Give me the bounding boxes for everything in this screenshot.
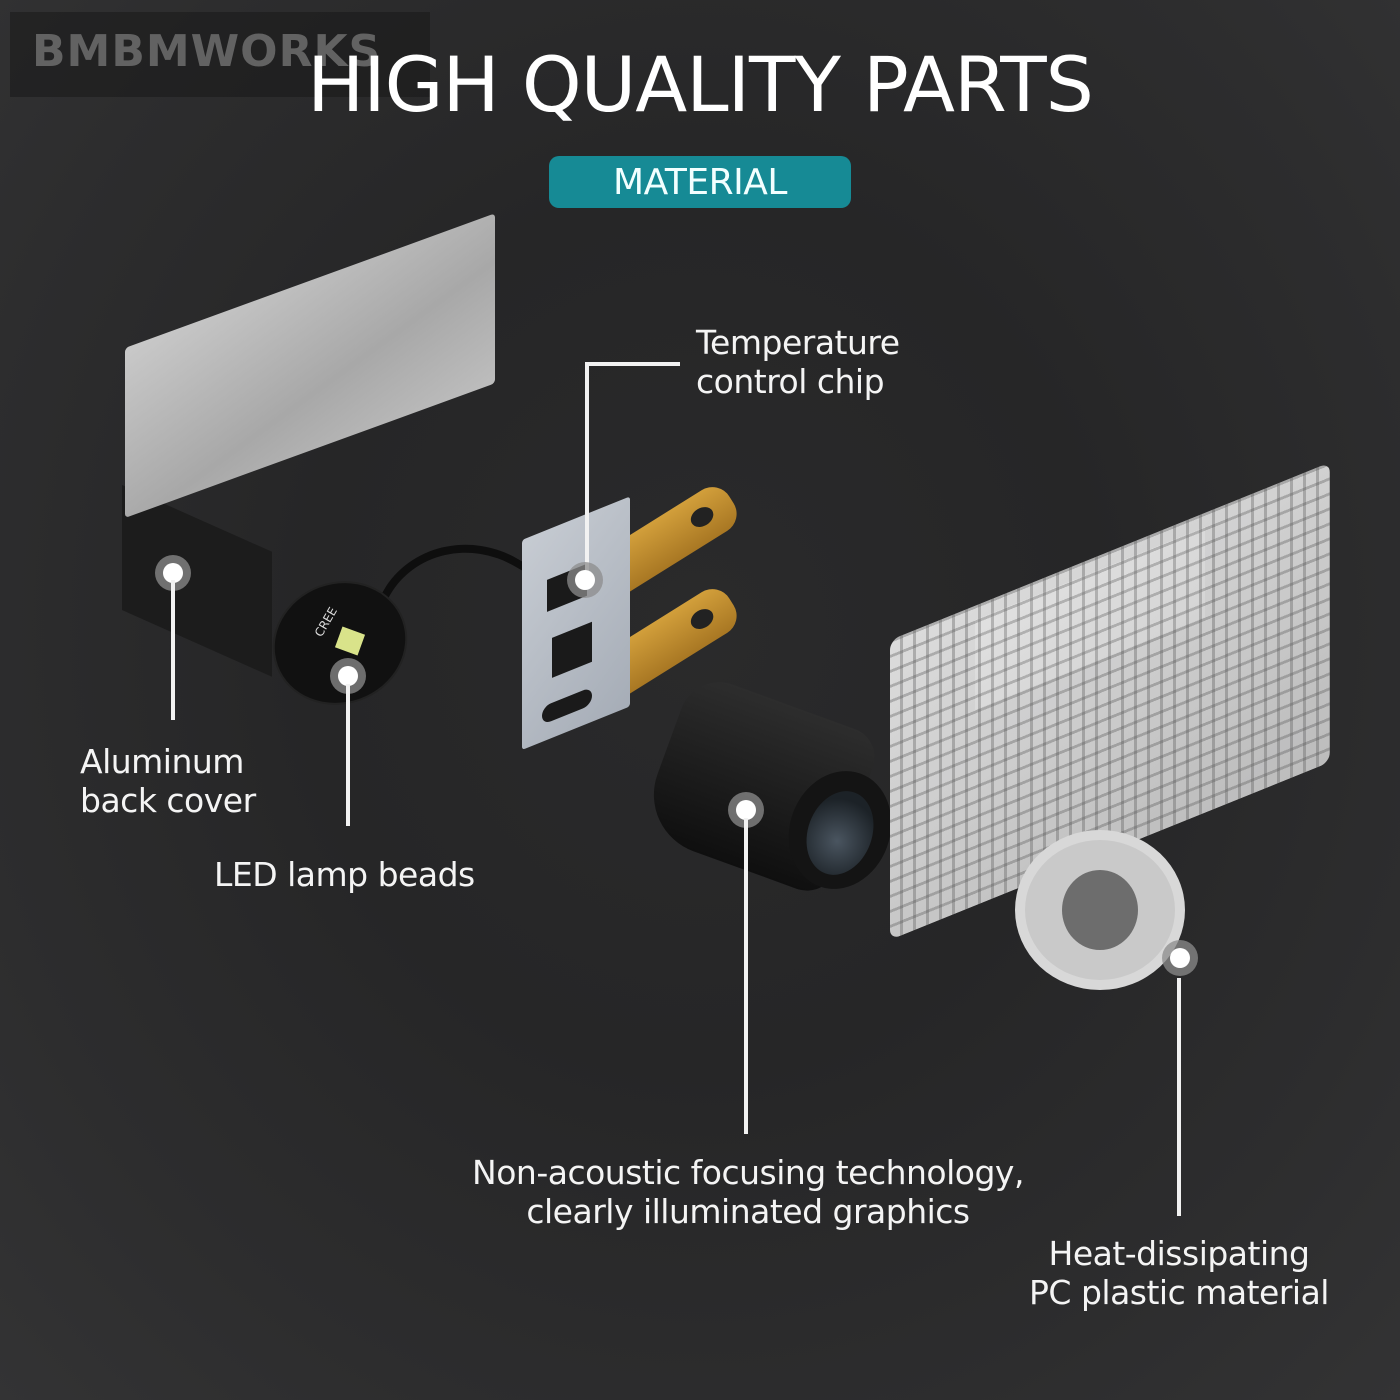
- callout-dot-led: [338, 666, 358, 686]
- tab-hole: [687, 503, 718, 532]
- callout-dot-housing: [1170, 948, 1190, 968]
- label-line: control chip: [696, 362, 885, 401]
- label-temperature-chip: Temperature control chip: [696, 323, 900, 401]
- callout-dot-chip: [575, 570, 595, 590]
- label-aluminum-cover: Aluminum back cover: [80, 742, 256, 820]
- housing-lens-mount: [1015, 830, 1185, 990]
- label-focusing: Non-acoustic focusing technology, clearl…: [0, 1153, 1400, 1231]
- callout-line-housing: [1177, 978, 1181, 1216]
- pcb-board: [522, 496, 630, 750]
- chip-component: [552, 621, 592, 678]
- callout-line-chip-horizontal: [585, 362, 680, 366]
- callout-dot-lens: [736, 800, 756, 820]
- label-pc-plastic: Heat-dissipating PC plastic material: [1000, 1234, 1358, 1312]
- callout-line-chip-vertical: [585, 362, 589, 574]
- callout-dot-cover: [163, 563, 183, 583]
- label-line: LED lamp beads: [214, 855, 475, 894]
- label-line: back cover: [80, 781, 256, 820]
- material-badge: MATERIAL: [549, 156, 851, 208]
- cover-side: [122, 485, 272, 677]
- label-line: clearly illuminated graphics: [526, 1192, 970, 1231]
- label-line: Aluminum: [80, 742, 244, 781]
- tab-hole: [687, 605, 718, 634]
- callout-line-cover: [171, 580, 175, 720]
- label-line: Non-acoustic focusing technology,: [472, 1153, 1024, 1192]
- brand-watermark: BMBMWORKS: [32, 26, 382, 77]
- watermark-backdrop: [10, 12, 430, 97]
- label-line: Heat-dissipating: [1048, 1234, 1311, 1273]
- callout-line-lens: [744, 818, 748, 1134]
- diode-component: [542, 686, 592, 725]
- label-line: Temperature: [696, 323, 900, 362]
- label-led-beads: LED lamp beads: [214, 855, 475, 894]
- housing-aperture: [1062, 870, 1138, 950]
- label-line: PC plastic material: [1029, 1273, 1329, 1312]
- callout-line-led: [346, 684, 350, 826]
- material-badge-label: MATERIAL: [613, 161, 787, 203]
- page-title: HIGH QUALITY PARTS: [307, 40, 1094, 129]
- cover-top-face: [125, 213, 495, 519]
